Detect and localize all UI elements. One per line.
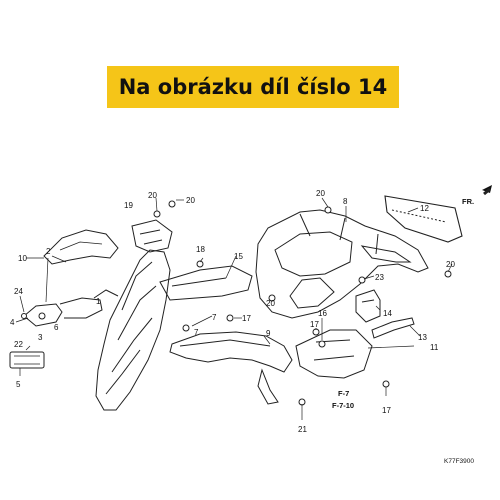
part-label-24: 24 — [14, 287, 23, 296]
part-label-17: 17 — [242, 314, 251, 323]
part-label-7: 7 — [212, 313, 217, 322]
part-13-rod — [371, 317, 415, 339]
part-19-bracket — [131, 219, 173, 253]
part-label-7: 7 — [194, 328, 199, 337]
part-label-4: 4 — [10, 318, 15, 327]
part-label-3: 3 — [38, 333, 43, 342]
part-label-23: 23 — [375, 273, 384, 282]
title-banner-text: Na obrázku díl číslo 14 — [118, 75, 388, 99]
part-label-2: 2 — [46, 247, 51, 256]
part-10-tail-cover — [43, 229, 119, 265]
part-label-17: 17 — [382, 406, 391, 415]
part-label-21: 21 — [298, 425, 307, 434]
part-label-15: 15 — [234, 252, 243, 261]
part-label-5: 5 — [16, 380, 21, 389]
part-label-17: 17 — [310, 320, 319, 329]
part-label-20: 20 — [446, 260, 455, 269]
part-label-10: 10 — [18, 254, 27, 263]
front-direction-arrow — [482, 185, 492, 196]
part-14-bracket — [355, 289, 381, 323]
rear-fender — [95, 249, 171, 411]
part-label-22: 22 — [14, 340, 23, 349]
part-label-19: 19 — [124, 201, 133, 210]
part-label-20: 20 — [266, 299, 275, 308]
part-11-bracket — [295, 329, 373, 379]
part-label-18: 18 — [196, 245, 205, 254]
part-label-20: 20 — [186, 196, 195, 205]
part-8-fender-frame — [255, 209, 429, 319]
part-label-12: 12 — [420, 204, 429, 213]
part-9-mudguard — [169, 331, 293, 373]
ref-f7: F-7 — [338, 389, 349, 398]
part-label-16: 16 — [318, 309, 327, 318]
part-label-20: 20 — [148, 191, 157, 200]
part-label-11: 11 — [430, 343, 439, 352]
part-label-8: 8 — [343, 197, 348, 206]
part-label-13: 13 — [418, 333, 427, 342]
part-labels: 10 2 24 4 3 6 22 5 19 20 20 18 15 7 17 7… — [10, 189, 474, 465]
front-direction-label: FR. — [462, 197, 474, 206]
part-label-6: 6 — [54, 323, 59, 332]
part-label-1: 1 — [96, 297, 101, 306]
part-12-plate — [384, 195, 463, 243]
part-label-14: 14 — [383, 309, 392, 318]
title-banner: Na obrázku díl číslo 14 — [107, 66, 399, 108]
ref-f7-10: F-7-10 — [332, 401, 354, 410]
license-light-assembly — [9, 289, 119, 369]
part-label-20: 20 — [316, 189, 325, 198]
part-label-9: 9 — [266, 329, 271, 338]
catalog-code: K77F3900 — [444, 458, 474, 465]
part-15-bracket — [159, 265, 253, 301]
